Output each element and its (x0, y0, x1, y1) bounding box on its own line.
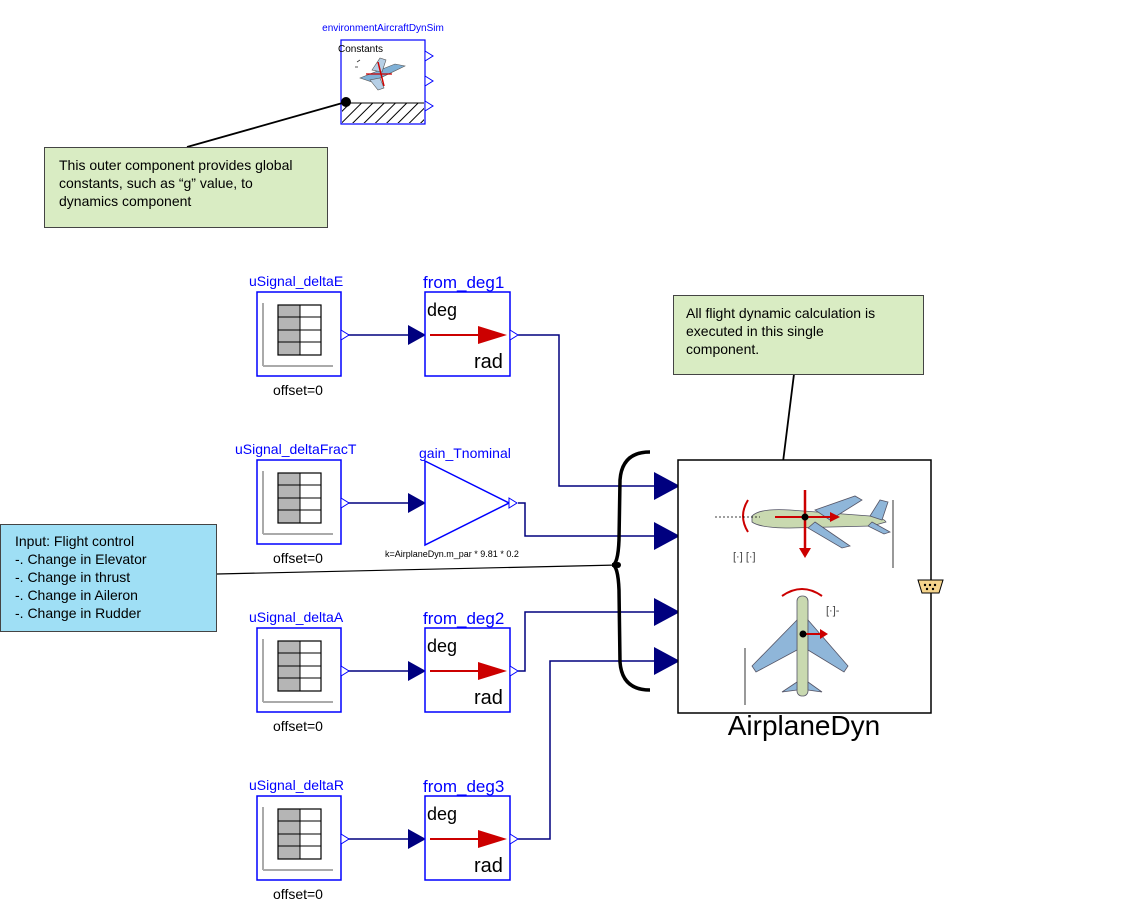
connection-from-deg2-out (518, 611, 655, 672)
environment-block[interactable]: environmentAircraftDynSim Constants (322, 23, 444, 125)
input-arrow-from-deg3 (408, 829, 426, 849)
converter-title: from_deg2 (423, 609, 504, 628)
airplane-dyn-name: AirplaneDyn (728, 710, 881, 741)
input-arrow-from-deg2 (408, 661, 426, 681)
converter-block-from-deg3[interactable]: from_deg3 deg rad (423, 777, 519, 881)
note-line: -. Change in thrust (15, 569, 131, 585)
note-line: All flight dynamic calculation is (686, 305, 876, 321)
input-brace (611, 450, 651, 692)
note-line: executed in this single (686, 323, 824, 339)
svg-text:[·]-: [·]- (826, 605, 840, 617)
note-line: This outer component provides global (59, 157, 293, 173)
note-line: constants, such as “g” value, to (59, 175, 253, 191)
connection-from-deg1-out (518, 334, 655, 487)
input-arrow-gain (408, 493, 426, 513)
converter-title: from_deg3 (423, 777, 504, 796)
signal-title: uSignal_deltaE (249, 273, 343, 289)
environment-label: Constants (338, 44, 383, 55)
signal-block-deltaR[interactable]: uSignal_deltaR offset=0 (249, 777, 350, 902)
converter-block-from-deg2[interactable]: from_deg2 deg rad (423, 609, 519, 713)
table-icon (262, 807, 333, 871)
input-note: Input: Flight control -. Change in Eleva… (0, 524, 217, 632)
svg-text:[·] [·]: [·] [·] (733, 551, 756, 563)
signal-title: uSignal_deltaFracT (235, 441, 357, 457)
converter-out-unit: rad (474, 351, 503, 373)
input-arrow-from-deg1 (408, 325, 426, 345)
converter-in-unit: deg (427, 636, 457, 656)
signal-title: uSignal_deltaR (249, 777, 344, 793)
converter-title: from_deg1 (423, 273, 504, 292)
note-line: -. Change in Aileron (15, 587, 138, 603)
signal-offset: offset=0 (273, 718, 323, 734)
converter-block-from-deg1[interactable]: from_deg1 deg rad (423, 273, 519, 377)
gain-triangle (424, 459, 511, 547)
converter-in-unit: deg (427, 804, 457, 824)
connection-gain-out (518, 502, 655, 537)
airplane-dyn-block[interactable]: [·] [·] [·]- AirplaneDyn (677, 459, 944, 741)
note-line: component. (686, 341, 760, 357)
signal-title: uSignal_deltaA (249, 609, 344, 625)
gain-block[interactable]: gain_Tnominal k=AirplaneDyn.m_par * 9.81… (385, 445, 519, 559)
table-icon (262, 303, 333, 367)
note-line: Input: Flight control (15, 533, 135, 549)
environment-anchor-dot (341, 97, 351, 107)
airplane-icon (355, 57, 406, 91)
converter-out-unit: rad (474, 855, 503, 877)
converter-in-unit: deg (427, 300, 457, 320)
airplane-top-view-icon: [·]- (744, 588, 849, 705)
airplane-input-arrow (654, 522, 680, 550)
airplane-note: All flight dynamic calculation is execut… (673, 295, 924, 375)
table-icon (262, 471, 333, 535)
conversion-arrow (478, 662, 507, 680)
airplane-input-arrow (654, 647, 680, 675)
gain-title: gain_Tnominal (419, 445, 511, 461)
note-line: dynamics component (59, 193, 192, 209)
note-line: -. Change in Rudder (15, 605, 142, 621)
table-icon (262, 639, 333, 703)
signal-offset: offset=0 (273, 886, 323, 902)
converter-out-unit: rad (474, 687, 503, 709)
signal-offset: offset=0 (273, 382, 323, 398)
environment-title: environmentAircraftDynSim (322, 23, 444, 34)
signal-block-deltaA[interactable]: uSignal_deltaA offset=0 (249, 609, 350, 734)
connection-from-deg3-out (518, 660, 655, 840)
conversion-arrow (478, 326, 507, 344)
signal-block-deltaFracT[interactable]: uSignal_deltaFracT offset=0 (235, 441, 357, 566)
airplane-input-arrow (654, 598, 680, 626)
environment-note: This outer component provides global con… (44, 147, 328, 228)
input-note-pointer (216, 564, 619, 575)
gain-parameter: k=AirplaneDyn.m_par * 9.81 * 0.2 (385, 549, 519, 559)
bus-connector-icon[interactable] (917, 579, 944, 594)
signal-block-deltaE[interactable]: uSignal_deltaE offset=0 (249, 273, 350, 398)
connections (347, 334, 655, 840)
note-line: -. Change in Elevator (15, 551, 147, 567)
airplane-input-arrow (654, 472, 680, 500)
conversion-arrow (478, 830, 507, 848)
environment-note-pointer (186, 101, 347, 148)
signal-offset: offset=0 (273, 550, 323, 566)
airplane-side-view-icon: [·] [·] (715, 490, 894, 568)
